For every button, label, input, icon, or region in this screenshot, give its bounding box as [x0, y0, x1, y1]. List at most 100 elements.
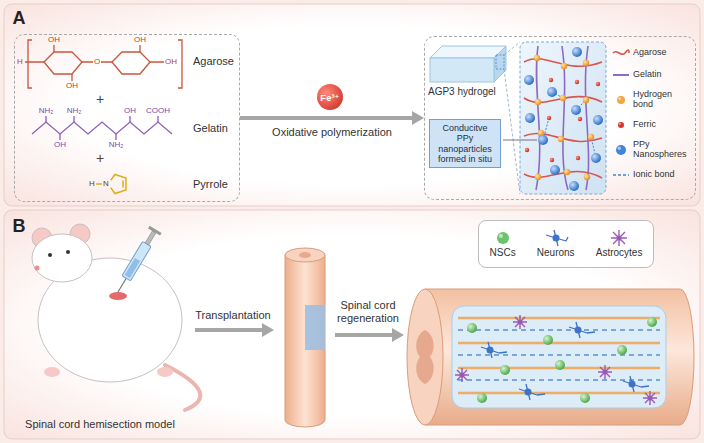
legend-entry: NSCs: [490, 229, 516, 259]
legend-text: Astrocytes: [596, 247, 643, 259]
figure-caption: Spinal cord hemisection model: [25, 418, 175, 431]
callout-box: Conducitve PPy nanoparticles formed in s…: [429, 119, 501, 168]
spinal-cord-segment: [285, 248, 325, 262]
hydrogel-network: [585, 46, 588, 190]
regenerated-spinal-cord: [460, 373, 465, 378]
arrow-shaft: [240, 116, 413, 120]
regenerated-spinal-cord: [481, 322, 649, 400]
regenerated-spinal-cord: [575, 327, 582, 334]
rat-illustration: [35, 266, 40, 271]
legend-sample: [612, 68, 630, 82]
atom-label: NH₂: [109, 140, 124, 149]
hydrogel-network: [575, 80, 579, 84]
legend-text: Ferric: [633, 120, 693, 130]
hydrogel-network: [524, 75, 534, 85]
regenerated-spinal-cord: [603, 370, 608, 375]
hydrogel-network: [538, 135, 548, 145]
hydrogel-network: [547, 116, 551, 120]
process-arrow: [240, 111, 424, 125]
agarose-structure: [25, 45, 164, 81]
legend-sample: [490, 229, 516, 247]
hydrogel-network: [520, 42, 606, 194]
rat-illustration: [148, 226, 162, 236]
rat-illustration: [66, 250, 70, 254]
step-label: Transplantation: [195, 309, 270, 322]
legend-sample: [543, 229, 569, 247]
regenerated-spinal-cord: [513, 315, 527, 329]
hydrogel-network: [593, 115, 603, 125]
hydrogel-slab: [496, 55, 504, 69]
hydrogel-network: [569, 181, 579, 191]
atom-label: H: [17, 57, 23, 66]
rat-illustration: [109, 292, 127, 300]
callout-text: Conducitve PPy nanoparticles formed in s…: [433, 123, 497, 164]
hydrogel-network: [525, 113, 535, 123]
hydrogel-network: [583, 97, 589, 103]
atom-label: H: [89, 179, 95, 188]
sphere-highlight: [619, 123, 621, 125]
legend-entry: Ionic bond: [612, 168, 696, 182]
regenerated-spinal-cord: [543, 335, 553, 345]
regenerated-spinal-cord: [455, 315, 657, 405]
hydrogel-network: [596, 82, 600, 86]
panel-frame: [4, 4, 700, 206]
hydrogel-slab: [430, 46, 506, 58]
regenerated-spinal-cord: [452, 306, 666, 408]
regenerated-spinal-cord: [416, 330, 433, 384]
sphere-highlight: [498, 234, 502, 238]
atom-label: OH: [165, 57, 177, 66]
gelatin-structure: [32, 116, 172, 140]
hydrogel-network: [525, 78, 600, 162]
panel-letter: B: [13, 216, 26, 237]
step-label: Spinal cord regeneration: [332, 299, 404, 324]
hydrogel-network: [550, 165, 560, 175]
hydrogel-network: [543, 92, 596, 158]
spinal-cord-segment: [305, 305, 325, 350]
regenerated-spinal-cord: [467, 323, 477, 333]
gelatin-structure: [46, 116, 158, 140]
atom-label: NH₂: [67, 106, 82, 115]
material-name: AGP3 hydrogel: [428, 86, 496, 97]
plus-sign: +: [96, 91, 104, 107]
process-arrow: [392, 328, 404, 342]
atom-label: O: [94, 57, 100, 66]
regenerated-spinal-cord: [598, 365, 612, 379]
hydrogel-network: [550, 158, 554, 162]
agarose-structure: [112, 52, 150, 74]
regenerated-spinal-cord: [407, 289, 694, 425]
neuron-icon: [546, 230, 568, 246]
spinal-cord-segment: [285, 248, 325, 427]
legend-entry: Ferric: [612, 118, 696, 132]
regenerated-spinal-cord: [458, 318, 660, 393]
regenerated-spinal-cord: [458, 379, 660, 381]
regenerated-spinal-cord: [487, 327, 636, 396]
regenerated-spinal-cord: [617, 345, 627, 355]
regenerated-spinal-cord: [500, 365, 510, 375]
hydrogel-network: [534, 55, 594, 180]
regenerated-spinal-cord: [481, 342, 507, 358]
hydrogel-slab: [504, 42, 520, 194]
regenerated-spinal-cord: [425, 289, 694, 425]
regenerated-spinal-cord: [629, 381, 636, 388]
regenerated-spinal-cord: [569, 322, 595, 338]
regenerated-spinal-cord: [458, 329, 660, 331]
hydrogel-network: [520, 42, 606, 194]
rat-illustration: [32, 224, 200, 410]
atom-label: OH: [134, 35, 146, 44]
legend-sample: [612, 143, 630, 157]
regenerated-spinal-cord: [487, 347, 494, 354]
legend-text: Gelatin: [633, 70, 693, 80]
hydrogel-network: [534, 55, 540, 61]
ion-symbol: Fe³⁺: [320, 92, 339, 103]
leader-line: [503, 140, 537, 141]
panel-frame: [4, 210, 700, 439]
legend-entry: PPy Nanospheres: [612, 140, 696, 160]
legend-text: Agarose: [633, 48, 693, 58]
dashed-group-box: AgaroseGelatinPyrrole: [14, 34, 240, 202]
regenerated-spinal-cord: [458, 354, 660, 356]
rat-illustration: [145, 231, 156, 245]
compound-name: Gelatin: [193, 122, 228, 134]
astrocyte-icon: [617, 236, 622, 241]
spinal-cord-segment: [299, 252, 311, 258]
hydrogel-network: [560, 95, 566, 101]
